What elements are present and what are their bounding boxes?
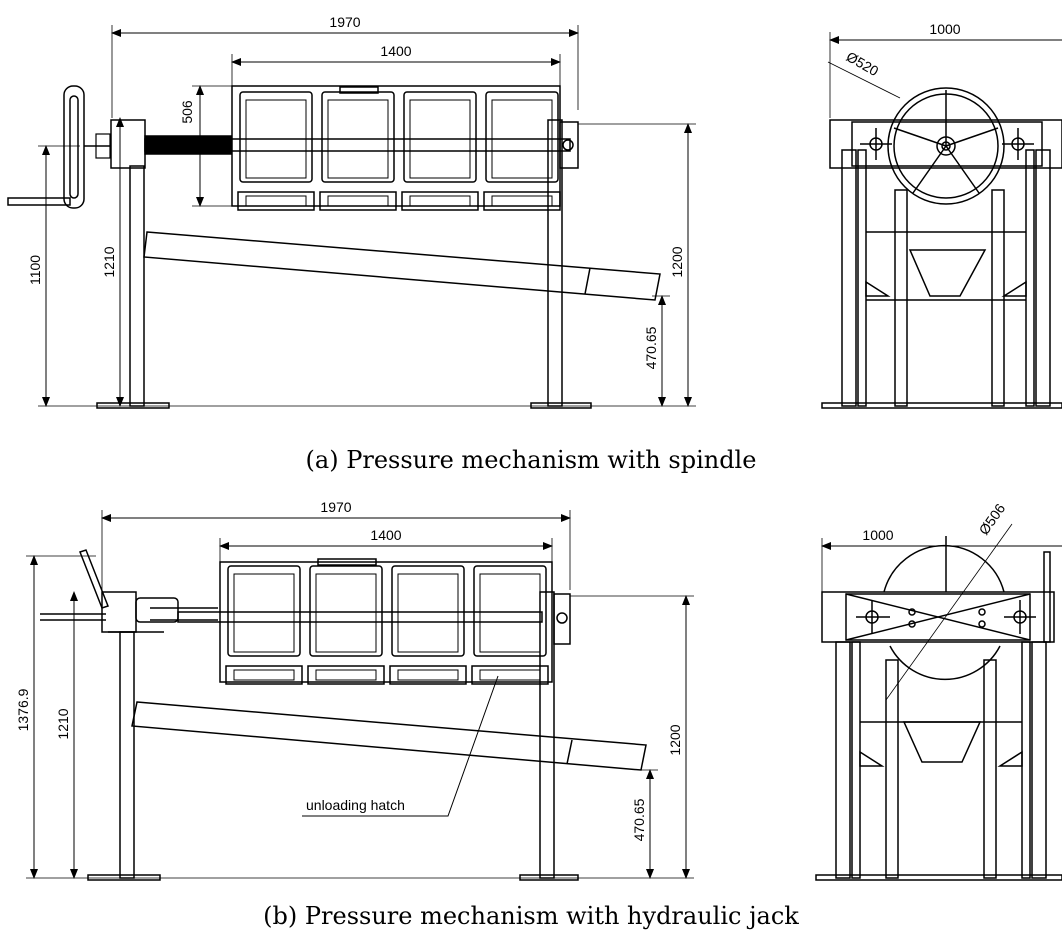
- chute-a: [143, 231, 661, 301]
- dim-1000-b: 1000: [862, 527, 893, 543]
- handwheel-front-a: [887, 87, 1005, 205]
- caption-b: (b) Pressure mechanism with hydraulic ja…: [263, 902, 799, 930]
- dim-470-a: 470.65: [643, 326, 659, 369]
- left-foot-a: [96, 402, 170, 409]
- dim-1100-a: 1100: [27, 255, 43, 285]
- right-leg-b: [539, 591, 555, 879]
- disc-b: [883, 544, 1005, 593]
- dim-diameter-b: Ø506: [976, 500, 1009, 537]
- hydraulic-jack-b: [135, 597, 179, 623]
- side-view-b: [26, 510, 694, 881]
- dim-1210-a: 1210: [101, 246, 117, 277]
- lever-b: [79, 549, 109, 609]
- left-leg-b: [119, 631, 135, 879]
- front-view-a: [821, 32, 1062, 409]
- dim-1400-a: 1400: [380, 43, 411, 59]
- dim-1200-b: 1200: [667, 724, 683, 755]
- bearing-block-a: [110, 119, 146, 169]
- press-frame-a: [231, 85, 561, 207]
- dim-470-b: 470.65: [631, 798, 647, 841]
- dim-diameter-a: Ø520: [844, 48, 882, 79]
- right-leg-a: [547, 119, 563, 407]
- left-leg-a: [129, 165, 145, 407]
- caption-a: (a) Pressure mechanism with spindle: [305, 446, 757, 474]
- cross-plate-b: [821, 591, 1055, 643]
- handwheel-a: [63, 85, 85, 209]
- dim-1970-b: 1970: [320, 499, 351, 515]
- dim-1000-a: 1000: [929, 21, 960, 37]
- right-foot-a: [530, 402, 592, 409]
- dim-1400-b: 1400: [370, 527, 401, 543]
- dim-506-a: 506: [179, 100, 195, 124]
- dim-1376-b: 1376.9: [15, 688, 31, 731]
- front-view-b: [815, 523, 1062, 881]
- callout-unloading-hatch: unloading hatch: [306, 797, 405, 813]
- handle-a: [7, 197, 71, 206]
- side-view-a: [7, 25, 696, 409]
- chute-b: [131, 701, 647, 771]
- dim-1200-a: 1200: [669, 246, 685, 277]
- dim-1210-b: 1210: [55, 708, 71, 739]
- callout-leader-b: [302, 675, 499, 817]
- dim-1970-a: 1970: [329, 14, 360, 30]
